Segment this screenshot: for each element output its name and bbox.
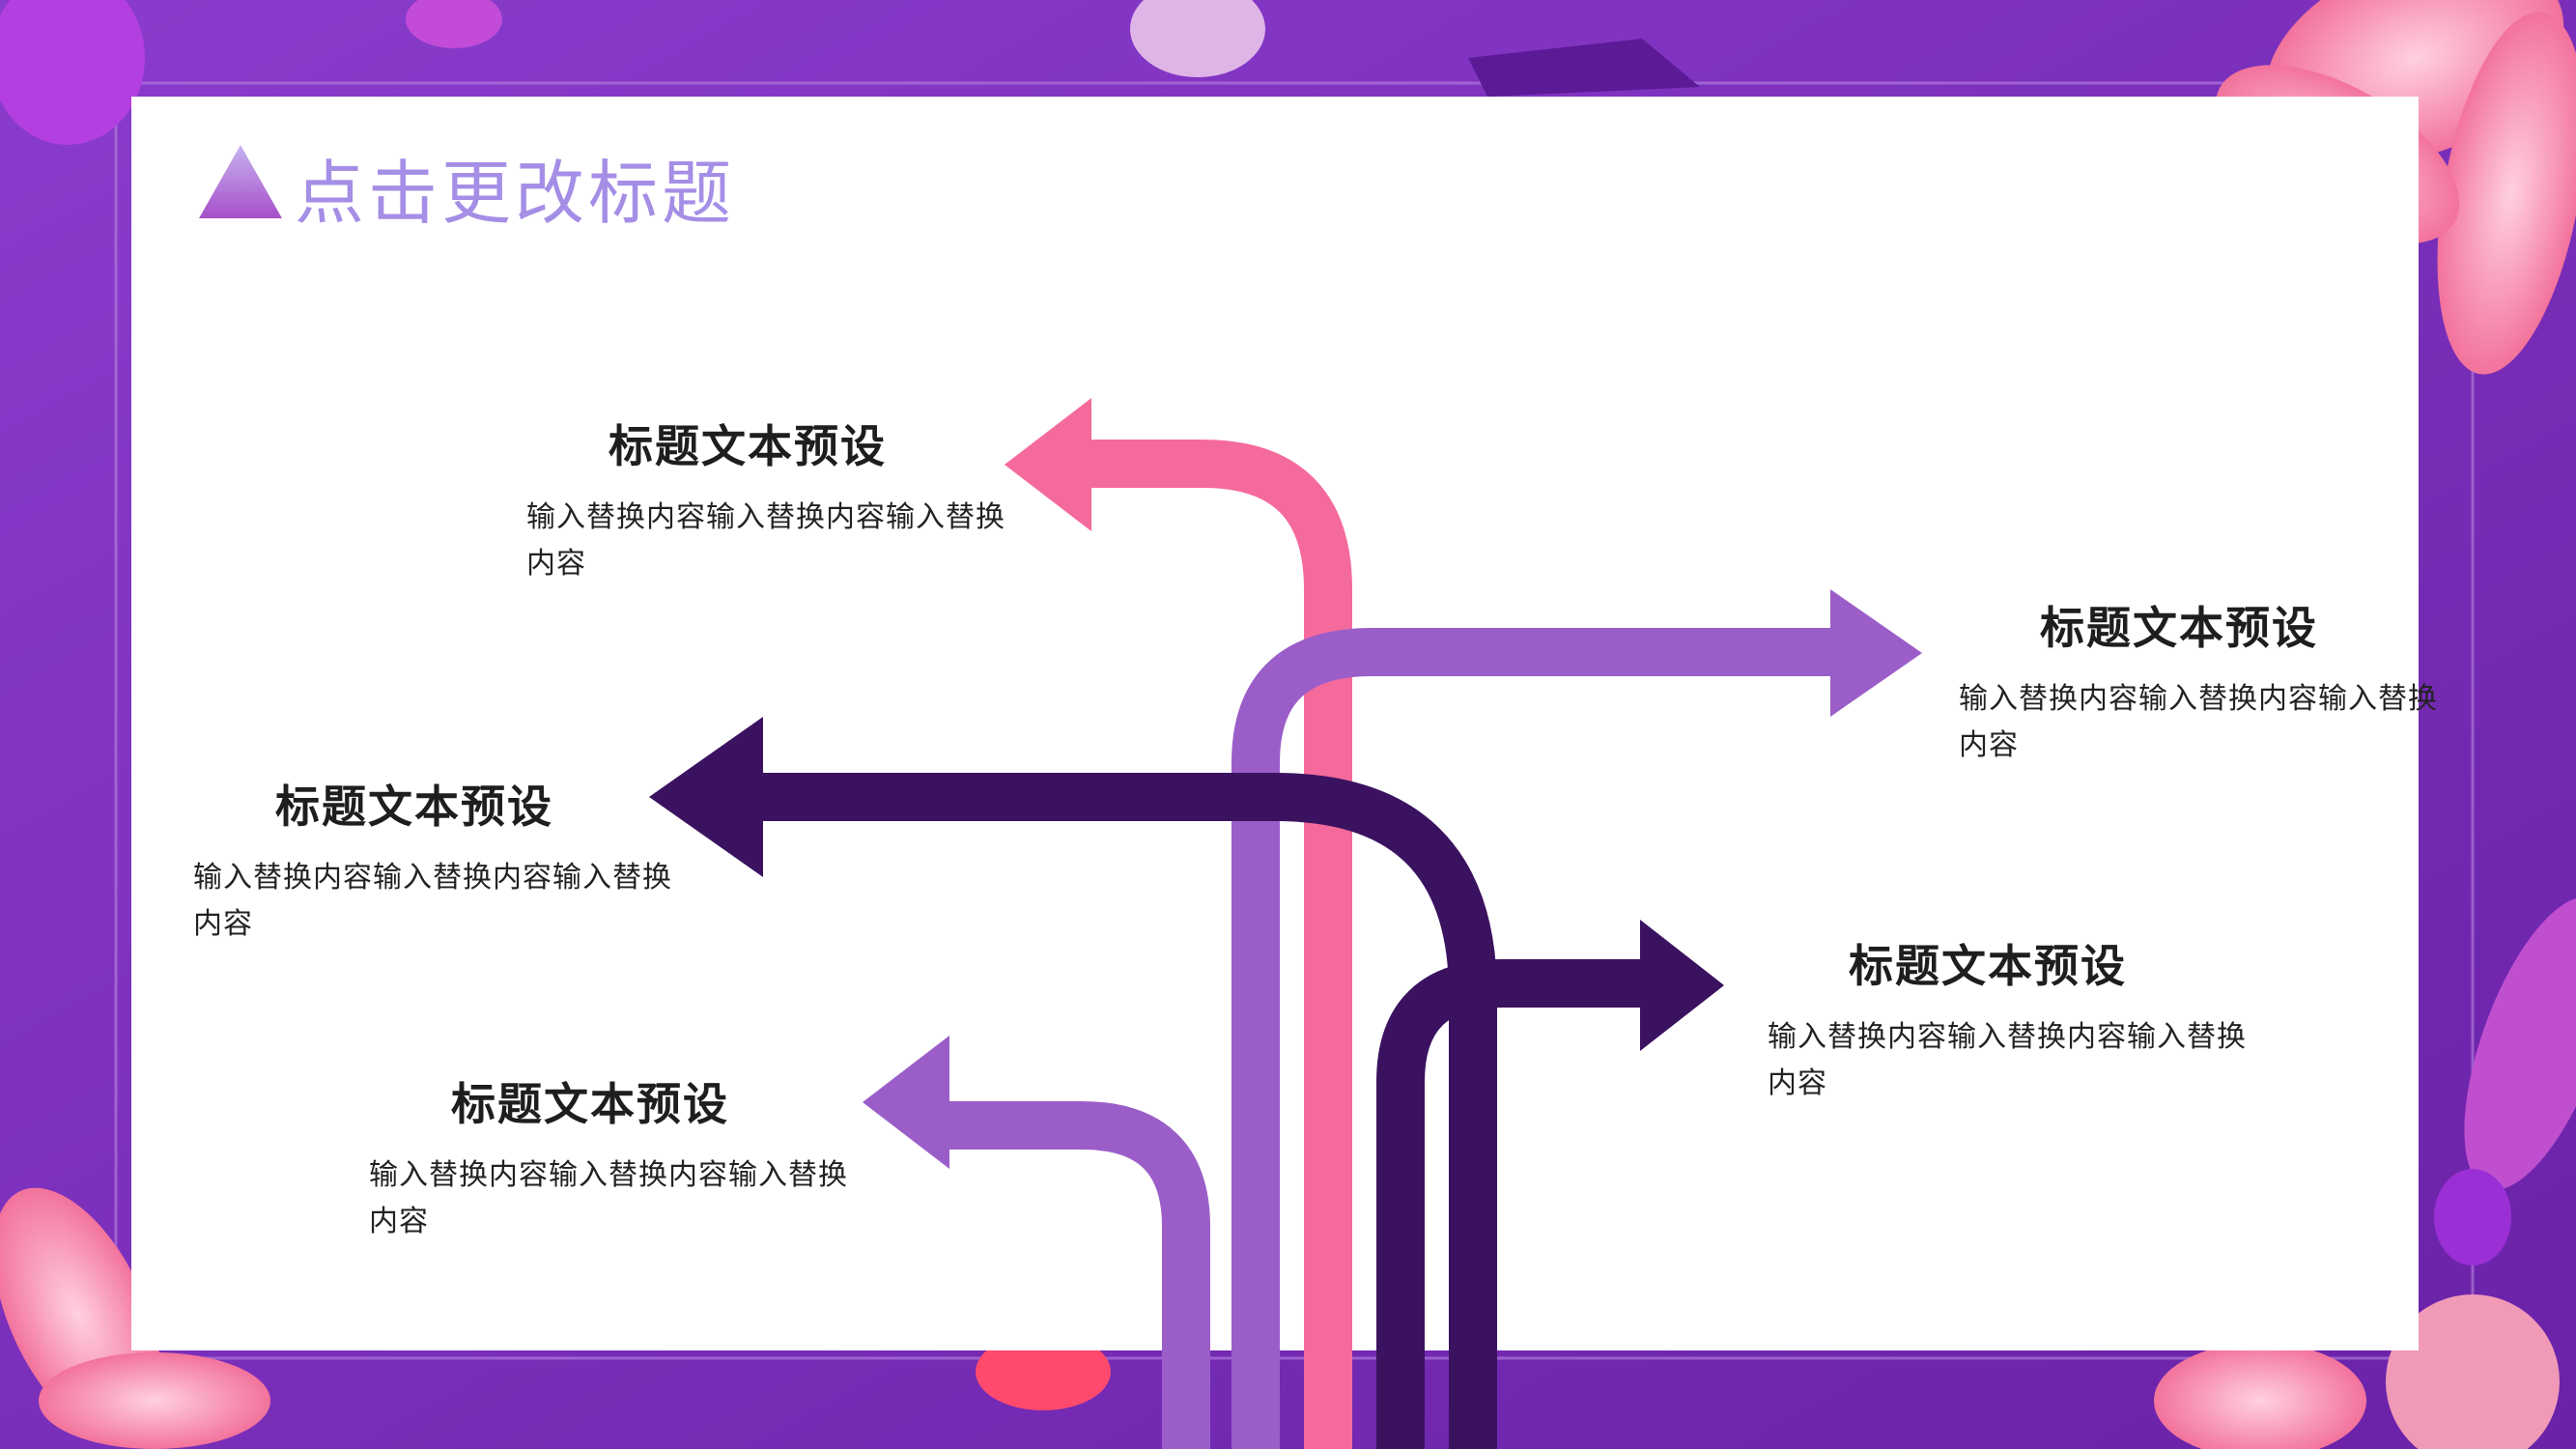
block-body[interactable]: 输入替换内容输入替换内容输入替换内容 <box>1959 682 2438 762</box>
block-body[interactable]: 输入替换内容输入替换内容输入替换内容 <box>526 500 1005 581</box>
text-block-bottom-left[interactable]: 标题文本预设 输入替换内容输入替换内容输入替换内容 <box>369 1075 871 1245</box>
block-body[interactable]: 输入替换内容输入替换内容输入替换内容 <box>369 1158 848 1238</box>
page-title[interactable]: 点击更改标题 <box>295 153 736 234</box>
text-block-bottom-right[interactable]: 标题文本预设 输入替换内容输入替换内容输入替换内容 <box>1768 937 2270 1107</box>
balloon-decoration <box>0 0 145 145</box>
text-block-top-left[interactable]: 标题文本预设 输入替换内容输入替换内容输入替换内容 <box>526 417 1029 587</box>
block-body[interactable]: 输入替换内容输入替换内容输入替换内容 <box>1768 1020 2247 1100</box>
block-heading[interactable]: 标题文本预设 <box>1849 940 2127 992</box>
block-body[interactable]: 输入替换内容输入替换内容输入替换内容 <box>193 861 672 941</box>
block-heading[interactable]: 标题文本预设 <box>451 1078 729 1130</box>
block-heading[interactable]: 标题文本预设 <box>275 781 553 833</box>
block-heading[interactable]: 标题文本预设 <box>609 420 887 472</box>
text-block-middle-left[interactable]: 标题文本预设 输入替换内容输入替换内容输入替换内容 <box>193 778 695 948</box>
triangle-icon <box>199 145 282 218</box>
text-block-top-right[interactable]: 标题文本预设 输入替换内容输入替换内容输入替换内容 <box>1959 599 2461 769</box>
block-heading[interactable]: 标题文本预设 <box>2040 602 2318 654</box>
leaf-decoration <box>2434 896 2576 1265</box>
